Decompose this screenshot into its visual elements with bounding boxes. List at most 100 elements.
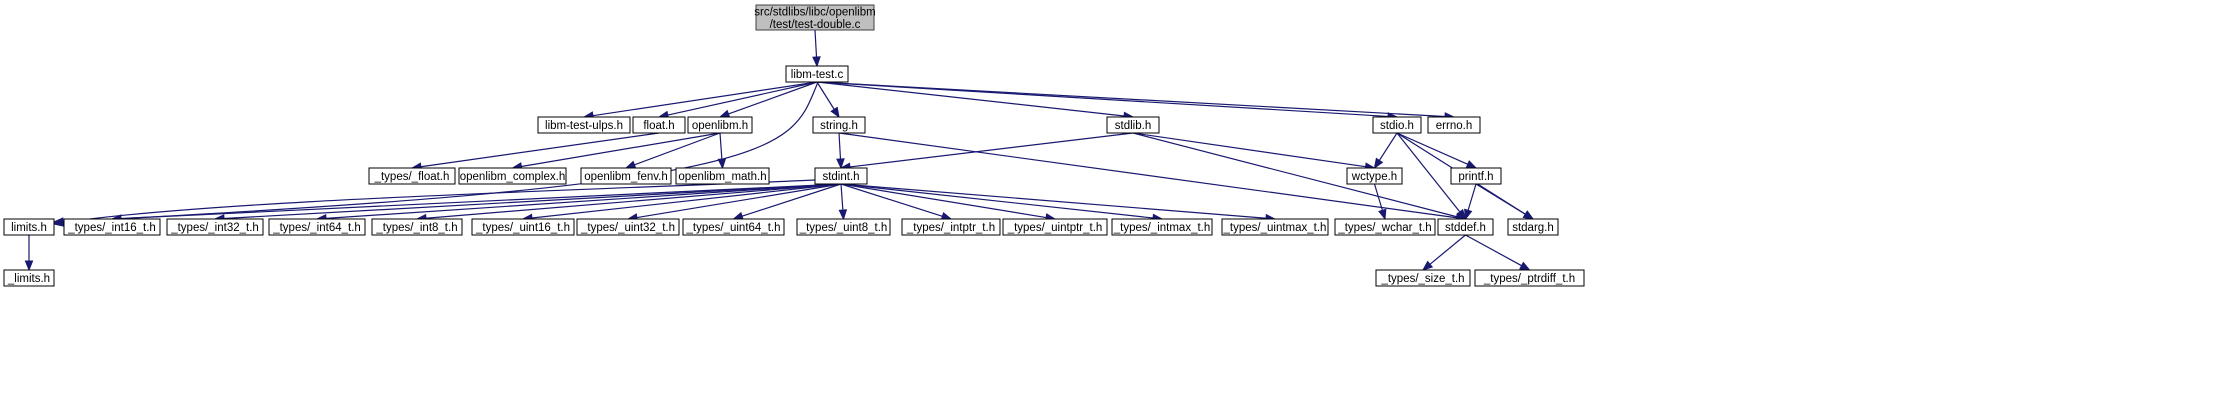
edge-openlibm_h-to-openlibm_fenv_h: [634, 132, 721, 166]
edge-stdint_h-to-types_int16_t_h: [120, 183, 842, 220]
node-box: [901, 218, 1001, 236]
node-label: wctype.h: [1351, 171, 1397, 183]
node-types-uint16-t-h[interactable]: _types/_uint16_t.h: [471, 218, 575, 236]
edge-arrowhead: [1465, 160, 1478, 169]
node-box: [1346, 167, 1403, 185]
edge-printf_h-to-stdarg_h: [1475, 183, 1526, 215]
node-types-wchar-t-h[interactable]: _types/_wchar_t.h: [1334, 218, 1436, 236]
node-box: [1111, 218, 1213, 236]
node-label: openlibm.h: [692, 120, 748, 132]
edge-arrowhead: [1464, 208, 1473, 221]
edge-float_h-to-types_float_h: [420, 132, 660, 168]
node-openlibm-complex-h[interactable]: openlibm_complex.h: [458, 167, 567, 185]
edge-libm_test_c-to-float_h: [667, 81, 818, 116]
node-stdlib-h[interactable]: stdlib.h: [1106, 116, 1160, 134]
node-box: [368, 167, 456, 185]
node-types-intptr-t-h[interactable]: _types/_intptr_t.h: [901, 218, 1001, 236]
node-label: stdint.h: [822, 171, 859, 183]
node-label: printf.h: [1458, 171, 1493, 183]
node-box: [687, 116, 753, 134]
node-label: openlibm_math.h: [678, 171, 766, 183]
edge-arrowhead: [812, 56, 821, 68]
node-types-int16-t-h[interactable]: _types/_int16_t.h: [63, 218, 161, 236]
node-float-h[interactable]: float.h: [632, 116, 686, 134]
node-types-float-h[interactable]: _types/_float.h: [368, 167, 456, 185]
node-stdint-h[interactable]: stdint.h: [814, 167, 868, 185]
edge-wctype_h-to-types_wchar_t_h: [1373, 183, 1383, 211]
edge-libm_test_c-to-libm_test_ulps_h: [592, 81, 818, 117]
edge-libm_test_c-to-errno_h: [816, 81, 1446, 118]
node-openlibm-math-h[interactable]: openlibm_math.h: [675, 167, 770, 185]
node-libm-test-c[interactable]: libm-test.c: [785, 65, 849, 83]
node-box: [580, 167, 672, 185]
node-label: _types/_uint8_t.h: [799, 222, 888, 234]
edge-arrowhead: [830, 106, 840, 119]
node-label: _types/_uint64_t.h: [686, 222, 781, 234]
node-wctype-h[interactable]: wctype.h: [1346, 167, 1403, 185]
node-label: openlibm_complex.h: [460, 171, 565, 183]
node-stdio-h[interactable]: stdio.h: [1372, 116, 1422, 134]
edge-stdio_h-to-stddef_h: [1396, 132, 1461, 213]
node-label: stdlib.h: [1115, 120, 1151, 132]
node-types-int64-t-h[interactable]: _types/_int64_t.h: [268, 218, 366, 236]
edge-stdint_h-to-types_int64_t_h: [325, 183, 842, 219]
edge-libm_test_c-to-stdlib_h: [816, 81, 1125, 117]
node-printf-h[interactable]: printf.h: [1450, 167, 1502, 185]
edge-stdint_h-to-types_uint8_t_h: [840, 183, 844, 211]
node-stddef-h[interactable]: stddef.h: [1437, 218, 1494, 236]
edge-root-to-libm_test_c: [814, 29, 818, 58]
node-limits-h[interactable]: limits.h: [3, 218, 55, 236]
node-stdarg-h[interactable]: stdarg.h: [1507, 218, 1559, 236]
edge-stdio_h-to-printf_h: [1396, 132, 1469, 165]
node-libm-test-ulps-h[interactable]: libm-test-ulps.h: [537, 116, 631, 134]
edge-stdint_h-to-types_intmax_t_h: [840, 183, 1154, 219]
edge-stddef_h-to-types_ptrdiff_t_h: [1465, 234, 1522, 267]
node-types-size-t-h[interactable]: _types/_size_t.h: [1375, 269, 1471, 287]
node-root[interactable]: src/stdlibs/libc/openlibm/test/test-doub…: [754, 4, 876, 31]
edge-stdint_h-to-types_uintptr_t_h: [840, 183, 1047, 219]
edge-stdint_h-to-types_uint16_t_h: [531, 183, 842, 219]
node-types-intmax-t-h[interactable]: _types/_intmax_t.h: [1111, 218, 1213, 236]
node-label: _types/_ptrdiff_t.h: [1483, 273, 1575, 285]
node-types-uintmax-t-h[interactable]: _types/_uintmax_t.h: [1221, 218, 1329, 236]
node-label: _limits.h: [7, 273, 50, 285]
node-types-int32-t-h[interactable]: _types/_int32_t.h: [166, 218, 264, 236]
edge-arrowhead: [24, 260, 34, 272]
node-box: [1450, 167, 1502, 185]
node-label: string.h: [820, 120, 858, 132]
node-openlibm-fenv-h[interactable]: openlibm_fenv.h: [580, 167, 672, 185]
node-errno-h[interactable]: errno.h: [1427, 116, 1481, 134]
edge-string_h-to-stdint_h: [838, 132, 842, 160]
node-label: _types/_int8_t.h: [375, 222, 457, 234]
node-box: [1106, 116, 1160, 134]
node-types-uint8-t-h[interactable]: _types/_uint8_t.h: [796, 218, 891, 236]
node-box: [1507, 218, 1559, 236]
node-box: [682, 218, 785, 236]
node-label: stddef.h: [1445, 222, 1486, 234]
node-types-uint64-t-h[interactable]: _types/_uint64_t.h: [682, 218, 785, 236]
node-label: _types/_uint16_t.h: [475, 222, 570, 234]
node-label: _types/_float.h: [374, 171, 450, 183]
node-label: _types/_size_t.h: [1380, 273, 1464, 285]
edge-printf_h-to-stddef_h: [1467, 183, 1477, 211]
edge-libm_test_c-to-string_h: [816, 81, 835, 110]
edge-arrowhead: [836, 158, 845, 170]
node-types-int8-t-h[interactable]: _types/_int8_t.h: [371, 218, 463, 236]
edge-string_h-to-stddef_h: [838, 132, 1457, 219]
node-string-h[interactable]: string.h: [812, 116, 866, 134]
node-label: _types/_intmax_t.h: [1113, 222, 1211, 234]
node-types-uintptr-t-h[interactable]: _types/_uintptr_t.h: [1002, 218, 1108, 236]
node-types-uint32-t-h[interactable]: _types/_uint32_t.h: [576, 218, 680, 236]
node-box: [785, 65, 849, 83]
node-label: errno.h: [1436, 120, 1472, 132]
node-openlibm-h[interactable]: openlibm.h: [687, 116, 753, 134]
edge-libm_test_c-to-openlibm_h: [728, 81, 818, 115]
node-label: libm-test.c: [791, 69, 844, 81]
node-box: [675, 167, 770, 185]
edge-arrowhead: [1378, 208, 1387, 221]
node-limits-inner-h[interactable]: _limits.h: [3, 269, 55, 287]
node-box: [63, 218, 161, 236]
node-types-ptrdiff-t-h[interactable]: _types/_ptrdiff_t.h: [1474, 269, 1585, 287]
node-box: [3, 218, 55, 236]
